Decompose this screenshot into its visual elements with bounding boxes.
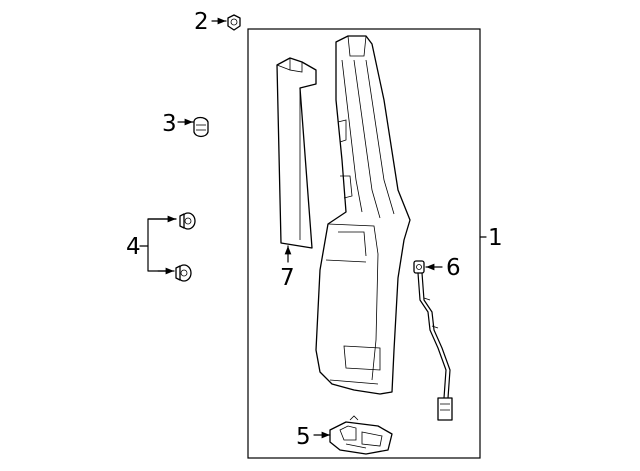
socket-part (329, 415, 393, 455)
trim-panel-part (276, 57, 317, 249)
callout-4: 4 (126, 234, 141, 260)
callout-4-bracket (147, 218, 177, 272)
push-pin-part-upper (179, 212, 196, 230)
callout-3: 3 (162, 111, 177, 137)
callout-1: 1 (488, 225, 503, 251)
push-pin-part-lower (175, 264, 192, 282)
nut-part (227, 14, 241, 31)
callout-7: 7 (280, 265, 295, 291)
callout-5: 5 (296, 424, 311, 450)
callout-6: 6 (446, 255, 461, 281)
callout-2: 2 (194, 9, 209, 35)
grommet-part (193, 116, 209, 138)
wiring-harness-part (413, 260, 453, 421)
tail-lamp-housing (315, 35, 411, 395)
assembly-frame (247, 28, 481, 459)
